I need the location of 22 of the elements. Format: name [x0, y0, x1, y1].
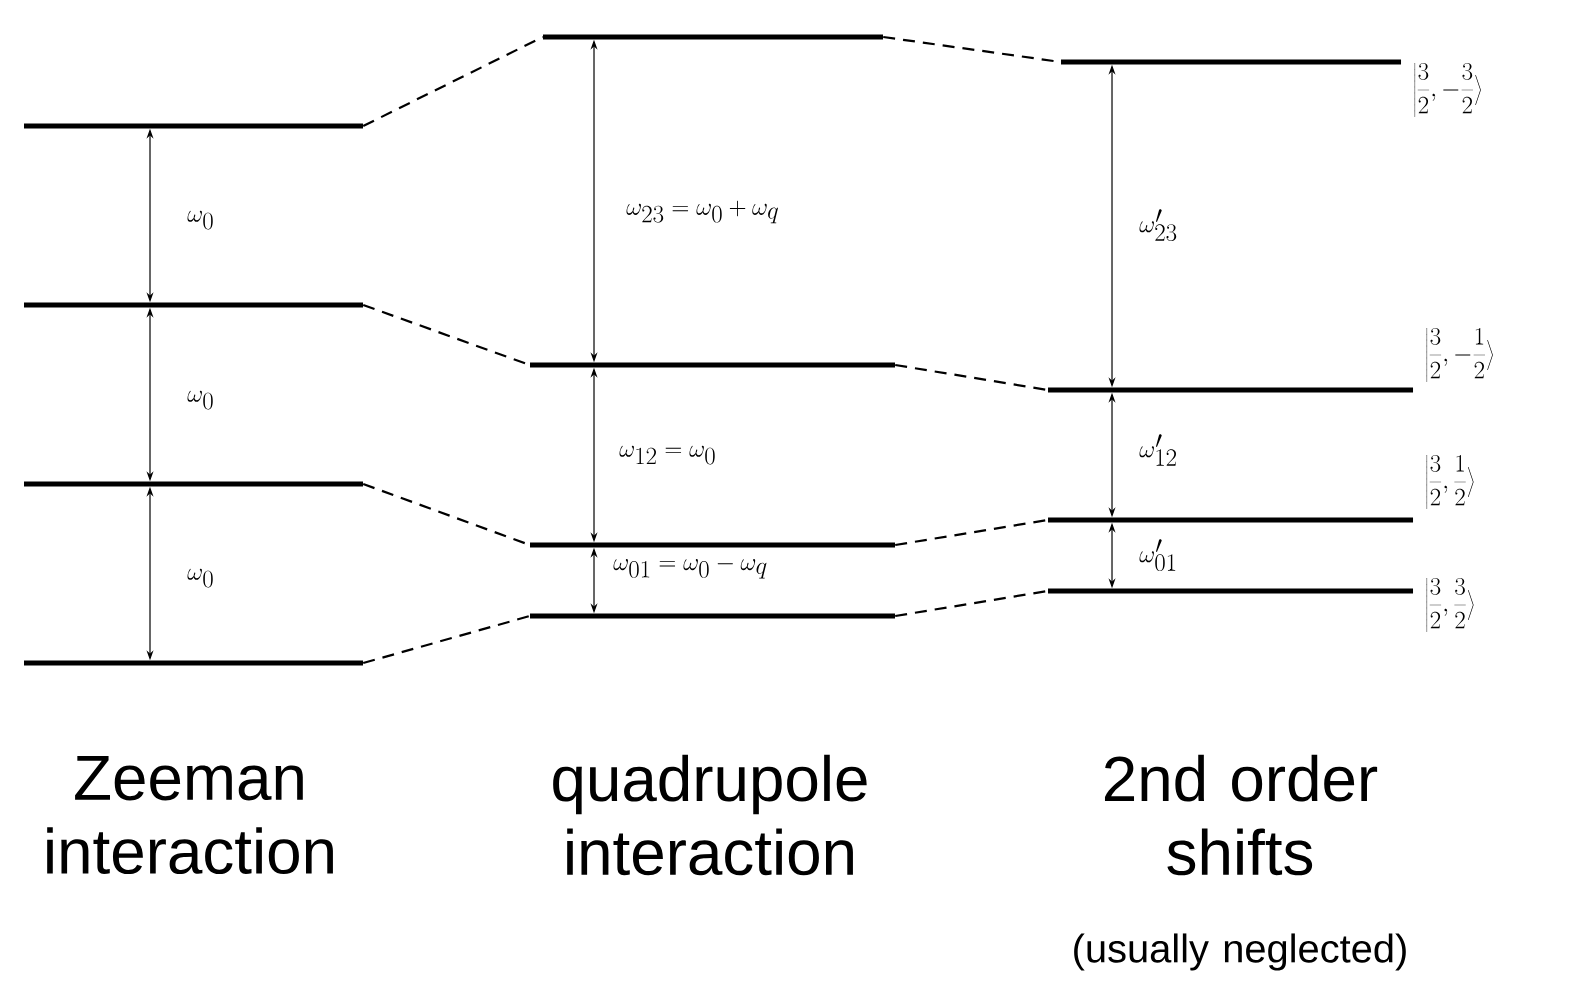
state-label: $\left|\frac{3}{2},\frac{3}{2}\right\rangle$	[1426, 577, 1474, 633]
state-label: $\left|\frac{3}{2},-\frac{1}{2}\right\rangle$	[1426, 327, 1493, 383]
dashed-connector	[362, 36, 544, 127]
column-caption: 2nd order shifts	[1104, 754, 1378, 876]
frequency-label: $\omega^{\prime}_{01}$	[1139, 539, 1176, 572]
frequency-label: $\omega_{12}=\omega_{0}$	[619, 445, 715, 465]
state-label: $\left|\frac{3}{2},\frac{1}{2}\right\rangle$	[1426, 454, 1474, 510]
dashed-connector	[895, 363, 1048, 392]
frequency-label: $\omega^{\prime}_{23}$	[1139, 209, 1177, 242]
frequency-label: $\omega_{23}=\omega_{0}+\omega_{q}$	[626, 200, 779, 224]
frequency-label: $\omega^{\prime}_{12}$	[1139, 434, 1176, 466]
state-label: $\left|\frac{3}{2},-\frac{3}{2}\right\rangle$	[1414, 62, 1481, 118]
dashed-connector	[895, 518, 1048, 547]
frequency-label: $\omega_{0}$	[187, 390, 213, 410]
frequency-label: $\omega_{01}=\omega_{0}-\omega_{q}$	[613, 559, 767, 579]
column-caption: Zeeman interaction	[47, 755, 333, 875]
column-caption: (usually neglected)	[1074, 933, 1406, 971]
dashed-connector	[362, 614, 531, 665]
column-caption: quadrupole interaction	[553, 754, 867, 876]
frequency-label: $\omega_{0}$	[187, 210, 213, 230]
dashed-connector	[895, 589, 1048, 618]
frequency-label: $\omega_{0}$	[187, 568, 213, 588]
